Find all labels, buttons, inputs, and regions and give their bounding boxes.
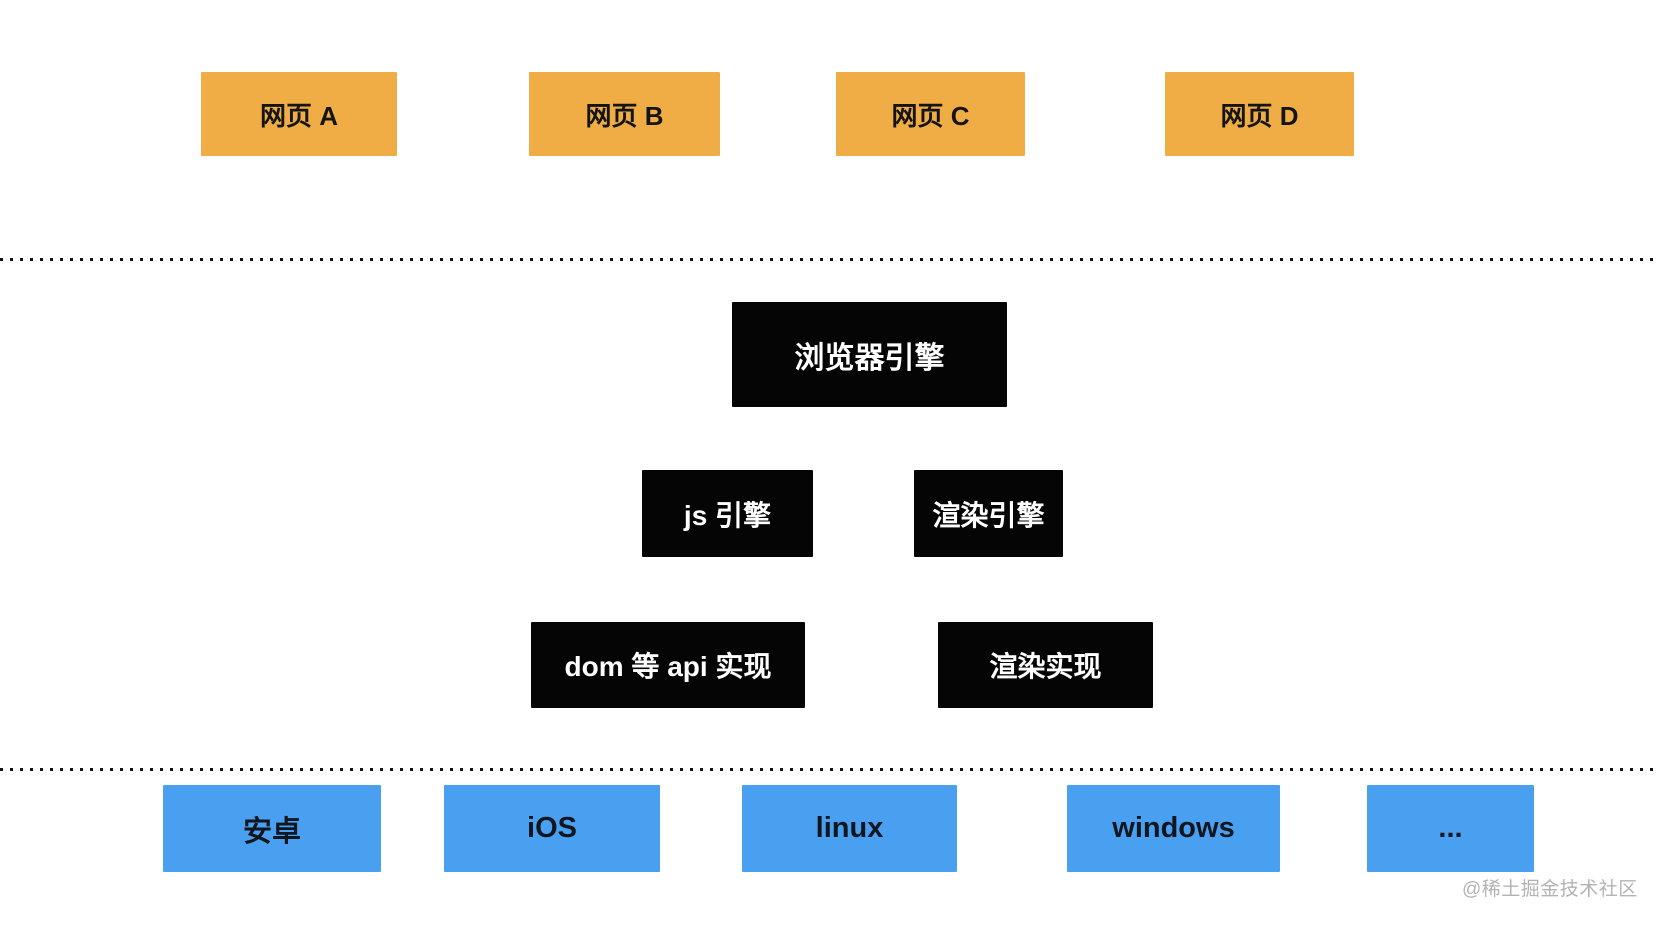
- webpage-a-box: 网页 A: [201, 72, 397, 156]
- platform-more-box: ...: [1367, 785, 1534, 872]
- divider-top: [0, 258, 1656, 261]
- divider-bottom: [0, 768, 1656, 771]
- js-engine-box: js 引擎: [642, 470, 813, 557]
- render-impl-box: 渲染实现: [938, 622, 1153, 708]
- webpage-b-box: 网页 B: [529, 72, 720, 156]
- watermark: @稀土掘金技术社区: [1462, 879, 1638, 900]
- platform-linux-box: linux: [742, 785, 957, 872]
- render-engine-box: 渲染引擎: [914, 470, 1063, 557]
- platform-android-box: 安卓: [163, 785, 381, 872]
- platform-ios-box: iOS: [444, 785, 660, 872]
- browser-engine-box: 浏览器引擎: [732, 302, 1007, 407]
- webpage-d-box: 网页 D: [1165, 72, 1354, 156]
- webpage-c-box: 网页 C: [836, 72, 1025, 156]
- dom-api-impl-box: dom 等 api 实现: [531, 622, 805, 708]
- platform-windows-box: windows: [1067, 785, 1280, 872]
